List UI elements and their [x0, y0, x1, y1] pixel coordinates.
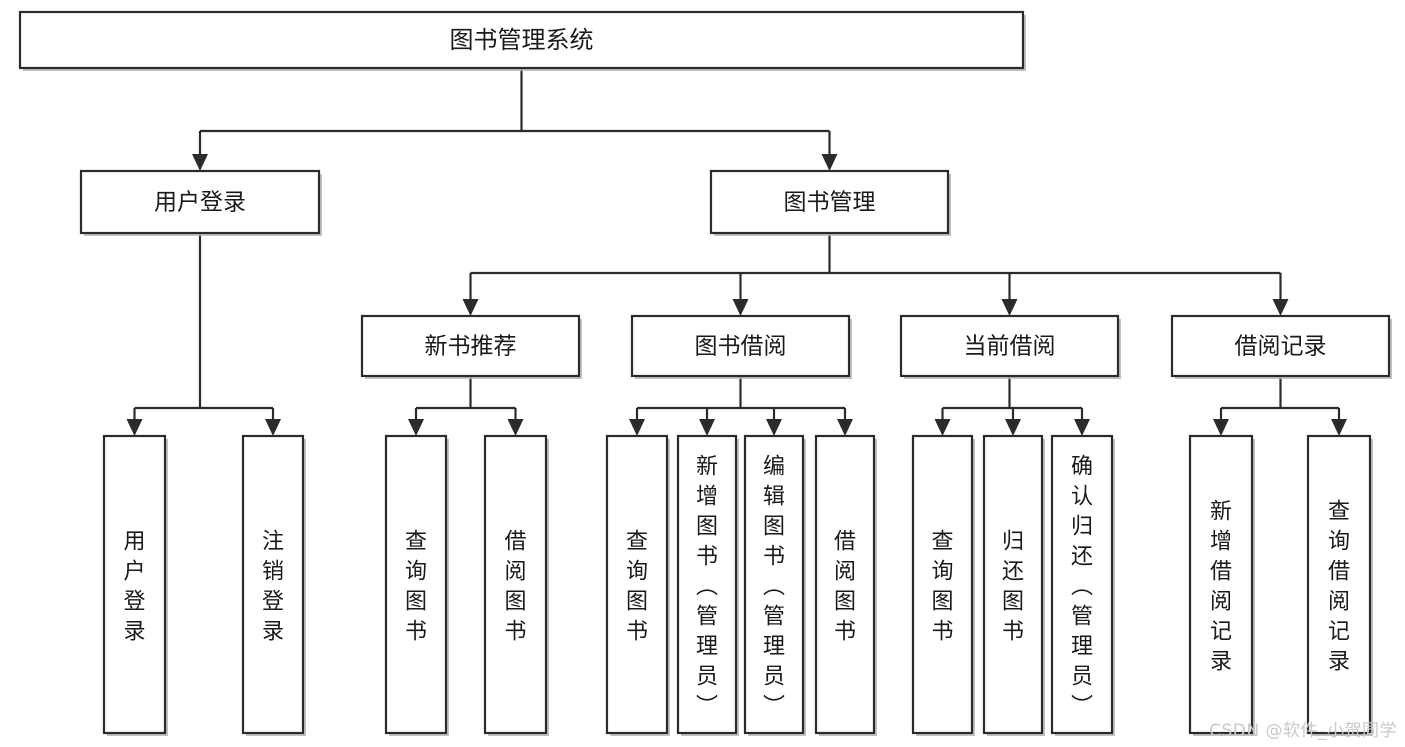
node-leaf-3: 借阅图书 — [483, 434, 549, 736]
csdn-watermark: CSDN @软件_小贺同学 — [1209, 721, 1397, 741]
arrow-head — [1331, 419, 1347, 436]
arrow-head — [934, 419, 951, 436]
arrow-head — [1001, 299, 1018, 316]
node-label-vertical: 确认归还︵管理员︶ — [1071, 455, 1093, 720]
node-label-vertical: 查询图书 — [405, 530, 427, 645]
box-outline — [102, 434, 167, 735]
arrow-head — [1005, 419, 1021, 436]
box-outline — [1170, 314, 1391, 378]
arrow-head — [126, 419, 143, 436]
node-level3-1: 图书借阅 — [630, 314, 852, 379]
box-outline — [384, 434, 448, 735]
node-leaf-6: 编辑图书︵管理员︶ — [743, 434, 806, 736]
node-leaf-1: 注销登录 — [241, 434, 306, 736]
node-label-vertical: 新增借阅记录 — [1210, 500, 1232, 675]
node-leaf-7: 借阅图书 — [814, 434, 877, 736]
node-leaf-4: 查询图书 — [605, 434, 670, 736]
node-leaf-11: 新增借阅记录 — [1188, 434, 1255, 736]
box-outline — [709, 169, 950, 235]
box-outline — [360, 314, 581, 378]
arrow-head — [265, 419, 281, 436]
arrow-head — [1272, 299, 1289, 316]
node-leaf-2: 查询图书 — [384, 434, 449, 736]
connector-layer — [126, 68, 1347, 436]
box-outline — [241, 434, 305, 735]
box-outline — [676, 434, 738, 735]
arrow-head — [821, 154, 838, 171]
node-label: 图书借阅 — [695, 334, 787, 360]
arrow-head — [408, 419, 424, 436]
node-layer: 图书管理系统用户登录图书管理新书推荐图书借阅当前借阅借阅记录用户登录注销登录查询… — [18, 10, 1392, 736]
arrow-head — [1213, 419, 1229, 436]
node-leaf-5: 新增图书︵管理员︶ — [676, 434, 739, 736]
node-label-vertical: 编辑图书︵管理员︶ — [763, 455, 785, 720]
node-label-vertical: 查询图书 — [931, 530, 953, 645]
arrow-head — [462, 299, 479, 316]
node-label-vertical: 归还图书 — [1002, 530, 1024, 645]
node-leaf-8: 查询图书 — [911, 434, 975, 736]
node-level3-0: 新书推荐 — [360, 314, 582, 379]
node-label: 图书管理 — [784, 190, 876, 216]
node-label-vertical: 查询借阅记录 — [1328, 500, 1350, 675]
arrow-head — [507, 419, 524, 436]
box-outline — [911, 434, 974, 735]
box-outline — [899, 314, 1120, 378]
box-outline — [1306, 434, 1372, 735]
arrow-head — [1074, 419, 1090, 436]
box-outline — [743, 434, 805, 735]
box-outline — [483, 434, 548, 735]
node-label-vertical: 注销登录 — [262, 530, 284, 645]
arrow-head — [766, 419, 782, 436]
node-leaf-0: 用户登录 — [102, 434, 168, 736]
box-outline — [18, 10, 1025, 70]
node-label: 图书管理系统 — [450, 26, 594, 54]
arrow-head — [699, 419, 715, 436]
box-outline — [982, 434, 1044, 735]
node-level3-2: 当前借阅 — [899, 314, 1121, 379]
arrow-head — [732, 299, 749, 316]
node-root: 图书管理系统 — [18, 10, 1026, 71]
node-leaf-10: 确认归还︵管理员︶ — [1050, 434, 1115, 736]
box-outline — [605, 434, 669, 735]
box-outline — [814, 434, 876, 735]
node-leaf-12: 查询借阅记录 — [1306, 434, 1373, 736]
arrow-head — [837, 419, 853, 436]
node-label: 新书推荐 — [425, 334, 517, 360]
box-outline — [630, 314, 851, 378]
node-level2-1: 图书管理 — [709, 169, 951, 236]
box-outline — [1050, 434, 1114, 735]
box-outline — [1188, 434, 1254, 735]
arrow-head — [192, 154, 208, 171]
node-label-vertical: 查询图书 — [626, 530, 648, 645]
node-label: 当前借阅 — [964, 334, 1056, 360]
node-level3-3: 借阅记录 — [1170, 314, 1392, 379]
node-label: 用户登录 — [154, 190, 246, 216]
node-leaf-9: 归还图书 — [982, 434, 1045, 736]
arrow-head — [629, 419, 645, 436]
node-label-vertical: 借阅图书 — [504, 530, 526, 645]
node-level2-0: 用户登录 — [79, 169, 322, 236]
node-label-vertical: 新增图书︵管理员︶ — [696, 455, 718, 720]
node-label: 借阅记录 — [1235, 334, 1327, 360]
node-label-vertical: 借阅图书 — [834, 530, 856, 645]
box-outline — [79, 169, 321, 235]
node-label-vertical: 用户登录 — [123, 530, 145, 645]
